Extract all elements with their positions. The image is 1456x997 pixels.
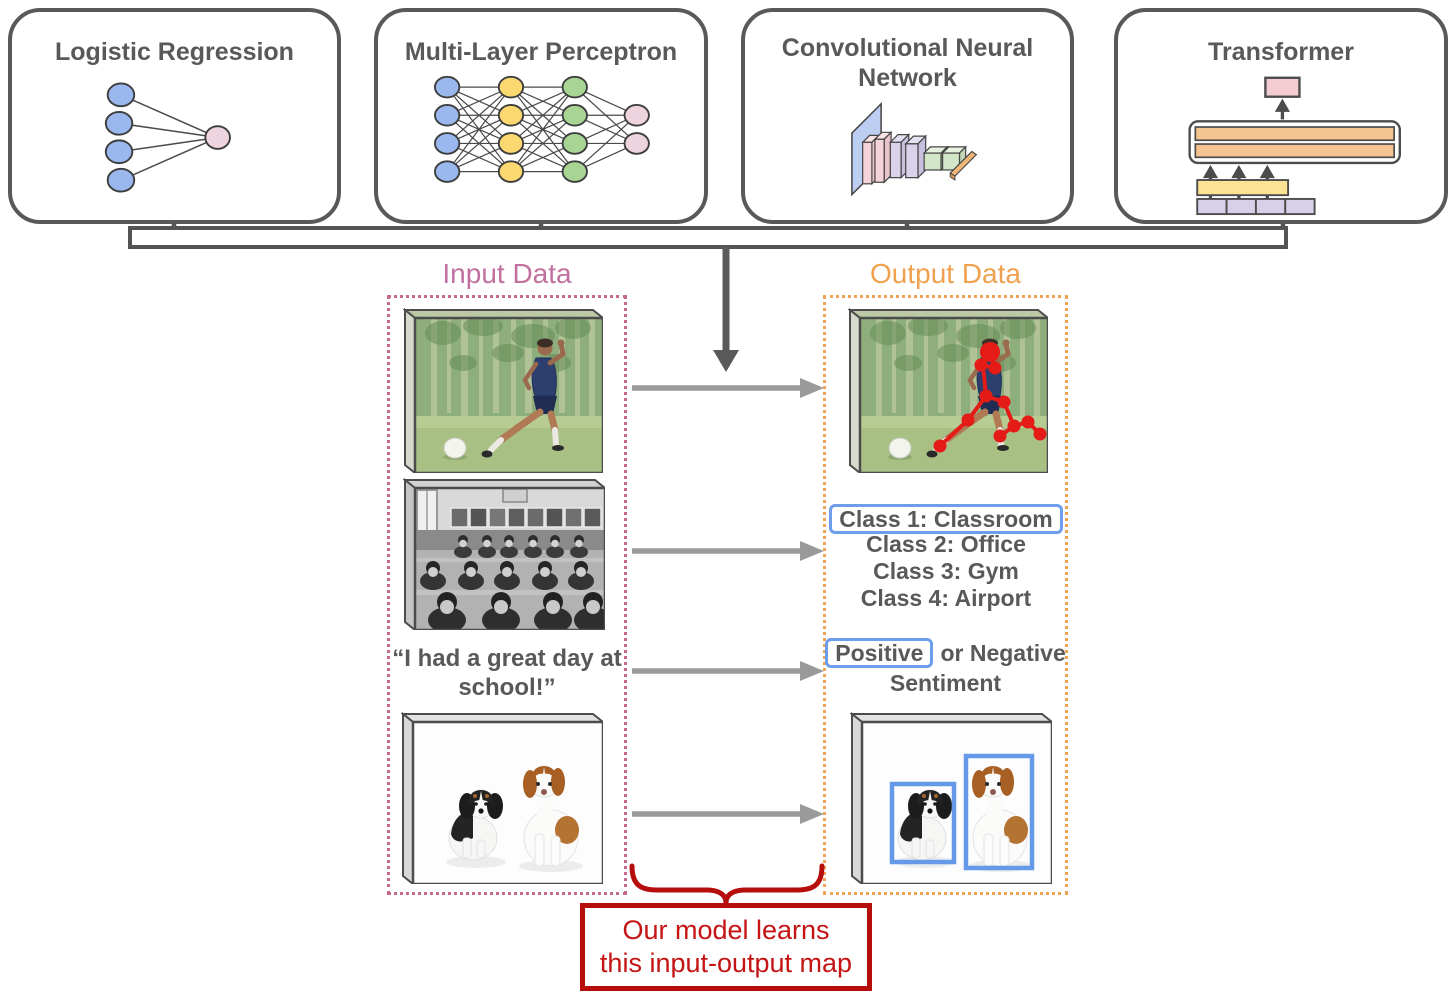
output-item-object-detection [850, 712, 1052, 884]
class-option-2: Class 2: Office [866, 531, 1026, 557]
brittany-dog [523, 766, 579, 867]
input-nodes [104, 82, 135, 193]
transformer-output-token [1264, 76, 1301, 98]
students-mid-row [420, 561, 594, 590]
output-section-title: Output Data [870, 258, 1021, 289]
output-node [203, 124, 231, 150]
spaniel-dog [897, 789, 952, 861]
input-section-border [387, 295, 627, 895]
cnn-output-bar [948, 150, 977, 181]
classroom-picture-rail [450, 507, 602, 528]
spaniel-dog [448, 789, 503, 861]
model-title-logistic-regression: Logistic Regression [55, 38, 294, 66]
pose-estimation-overlay [933, 342, 1047, 453]
soccer-photo-with-pose [860, 318, 1048, 473]
input-section-title: Input Data [442, 258, 572, 289]
cnn-pool-layers [888, 133, 927, 180]
class-option-4: Class 4: Airport [860, 585, 1032, 611]
transformer-embedding-bar [1196, 178, 1290, 196]
predicted-sentiment-highlight: Positive [825, 638, 934, 668]
mlp-icon [434, 75, 650, 183]
output-item-class-list: Class 1: Classroom Class 2: Office Class… [826, 504, 1066, 612]
sentiment-alternative: or Negative [940, 640, 1066, 666]
transformer-icon [1188, 76, 1401, 215]
cnn-conv-layers [860, 130, 893, 186]
up-arrow-icon [1274, 98, 1290, 119]
output-item-pose-estimation [848, 308, 1048, 473]
annotation-box: Our model learns this input-output map [580, 903, 872, 991]
transformer-input-tokens [1196, 197, 1316, 215]
predicted-class-highlight: Class 1: Classroom [829, 504, 1063, 534]
model-box-mlp: Multi-Layer Perceptron [374, 8, 708, 224]
logistic-regression-icon [104, 82, 231, 193]
model-title-transformer: Transformer [1208, 38, 1354, 66]
model-box-cnn: Convolutional Neural Network [741, 8, 1074, 224]
class-option-3: Class 3: Gym [873, 558, 1019, 584]
cnn-icon [850, 102, 977, 197]
dogs-photo-with-boxes [862, 722, 1052, 884]
annotation-text: Our model learns this input-output map [599, 915, 853, 978]
curly-brace [629, 863, 825, 904]
model-title-mlp: Multi-Layer Perceptron [404, 38, 678, 66]
input-item-classroom-photo [403, 478, 605, 630]
bounding-box-spaniel [889, 781, 957, 865]
students-back-row [454, 535, 588, 558]
merge-bar [128, 226, 1288, 249]
sentiment-line-2: Sentiment [889, 670, 1002, 696]
bounding-box-brittany [963, 753, 1035, 871]
class-option-1: Class 1: Classroom [826, 504, 1066, 534]
output-section-border [823, 295, 1068, 895]
input-item-soccer-photo [403, 308, 603, 473]
input-item-dogs-photo [401, 712, 603, 884]
model-box-transformer: Transformer [1114, 8, 1448, 224]
input-item-quote-text: “I had a great day at school!” [392, 645, 622, 701]
model-box-logistic-regression: Logistic Regression [8, 8, 341, 224]
classroom-photo [415, 488, 605, 630]
students-front-row [428, 592, 605, 630]
mapping-arrows [632, 378, 824, 824]
dogs-photo [413, 722, 603, 884]
model-connector-stubs [171, 222, 1286, 230]
model-title-cnn: Convolutional Neural Network [781, 34, 1034, 92]
soccer-photo [415, 318, 603, 473]
down-arrow-icon [713, 247, 739, 372]
soccer-player-figure [481, 338, 566, 458]
mlp-nodes [434, 75, 650, 183]
